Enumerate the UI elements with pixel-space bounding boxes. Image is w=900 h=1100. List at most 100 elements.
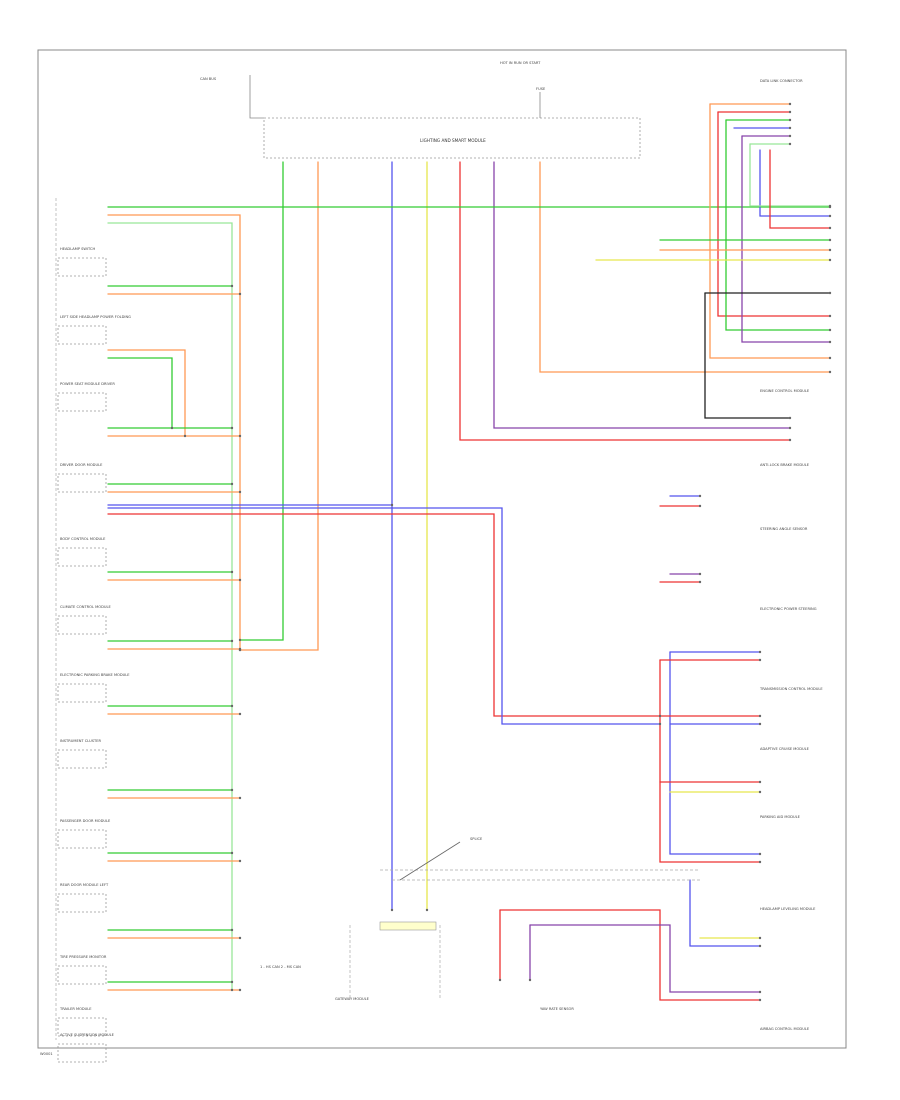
wire-green-r-2 — [749, 143, 831, 207]
connector-pin — [828, 226, 832, 230]
wire-red-rcm — [499, 909, 761, 1001]
connector-pin — [230, 639, 234, 643]
connector-pin — [828, 291, 832, 295]
connector-pin — [230, 482, 234, 486]
connector-pin — [658, 714, 662, 718]
splice-pointer — [399, 841, 461, 881]
connector-pin — [230, 704, 234, 708]
connector-pin — [758, 990, 762, 994]
connector-pin — [788, 110, 792, 114]
connector-pin — [828, 258, 832, 262]
connector-pin — [758, 852, 762, 856]
wire-blue-hll — [689, 879, 761, 947]
connector-pin — [828, 340, 832, 344]
wire-blue-bcm-2 — [107, 507, 661, 725]
left-component-connector — [57, 547, 107, 567]
hot-in-run-label: HOT IN RUN OR START — [500, 61, 541, 65]
connector-pin — [828, 356, 832, 360]
wire-green-left — [107, 222, 233, 991]
wire-red-ecm — [769, 149, 831, 229]
connector-pin — [788, 118, 792, 122]
connector-pin — [788, 438, 792, 442]
connector-pin — [390, 503, 394, 507]
right-component-label: HEADLAMP LEVELING MODULE — [760, 907, 816, 911]
wire-red-r-vert — [717, 111, 831, 317]
connector-pin — [788, 102, 792, 106]
gateway-connector — [379, 921, 437, 931]
connector-pin — [238, 988, 242, 992]
left-component-connector — [57, 325, 107, 345]
wire-blue-r-vert — [759, 149, 831, 217]
left-component-connector — [57, 257, 107, 277]
connector-pin — [230, 988, 234, 992]
connector-pin — [238, 434, 242, 438]
wire-red-1 — [459, 161, 791, 441]
left-component-label: TIRE PRESSURE MONITOR — [59, 955, 107, 959]
splice-note: SPLICE — [470, 837, 483, 841]
left-component-label: HEADLAMP SWITCH — [60, 247, 96, 251]
fuse-label: FUSE — [536, 87, 546, 91]
left-component-connector — [57, 1043, 107, 1063]
right-component-label: ELECTRONIC POWER STEERING — [760, 607, 817, 611]
main-module-box — [263, 117, 641, 159]
connector-pin — [788, 126, 792, 130]
connector-pin — [758, 998, 762, 1002]
wire-black-ecm — [704, 292, 791, 419]
connector-pin — [238, 638, 242, 642]
wire-red-right-bus — [659, 659, 761, 863]
diagram-frame — [37, 49, 847, 1049]
left-component-connector — [57, 749, 107, 769]
connector-pin — [238, 936, 242, 940]
main-module-title: LIGHTING AND SMART MODULE — [420, 138, 486, 143]
wire-harness — [107, 102, 832, 1002]
connector-pin — [498, 978, 502, 982]
connector-pin — [183, 434, 187, 438]
connector-pin — [425, 908, 429, 912]
wire-blue-right-bus — [669, 651, 761, 855]
connector-pin — [230, 980, 234, 984]
connector-pin — [758, 790, 762, 794]
connector-pin — [230, 284, 234, 288]
connector-pin — [238, 578, 242, 582]
right-component-label: ENGINE CONTROL MODULE — [760, 389, 810, 393]
connector-pin — [528, 978, 532, 982]
ground-feed — [249, 75, 264, 119]
wire-orange-1 — [239, 161, 319, 651]
connector-pin — [390, 908, 394, 912]
connector-pin — [788, 142, 792, 146]
connector-pin — [788, 426, 792, 430]
connector-pin — [788, 416, 792, 420]
left-component-connector — [57, 965, 107, 985]
connector-pin — [828, 314, 832, 318]
connector-pin — [238, 292, 242, 296]
connector-pin — [238, 712, 242, 716]
connector-pin — [758, 944, 762, 948]
left-component-connector — [57, 392, 107, 412]
wire-green-r-vert — [725, 119, 831, 331]
connector-pin — [758, 650, 762, 654]
wire-green-stub-3 — [107, 357, 233, 429]
right-component-label: ADAPTIVE CRUISE MODULE — [760, 747, 810, 751]
connector-pin — [238, 490, 242, 494]
left-component-label: CLIMATE CONTROL MODULE — [60, 605, 111, 609]
connector-pin — [828, 214, 832, 218]
connector-pin — [828, 248, 832, 252]
connector-pin — [698, 504, 702, 508]
connector-pin — [758, 722, 762, 726]
connector-pin — [758, 860, 762, 864]
left-component-label: INSTRUMENT CLUSTER — [60, 739, 101, 743]
wire-red-bcm — [107, 513, 661, 717]
right-component-label: AIRBAG CONTROL MODULE — [760, 1027, 810, 1031]
connector-pin — [170, 426, 174, 430]
connector-pin — [698, 572, 702, 576]
left-component-connector — [57, 473, 107, 493]
right-component-label: PARKING AID MODULE — [760, 815, 801, 819]
connector-pin — [758, 936, 762, 940]
connector-pin — [658, 722, 662, 726]
left-component-label: PASSENGER DOOR MODULE — [60, 819, 111, 823]
connector-pin — [698, 580, 702, 584]
wire-orange-r-vert — [709, 103, 831, 359]
wire-orange-2 — [539, 161, 831, 373]
